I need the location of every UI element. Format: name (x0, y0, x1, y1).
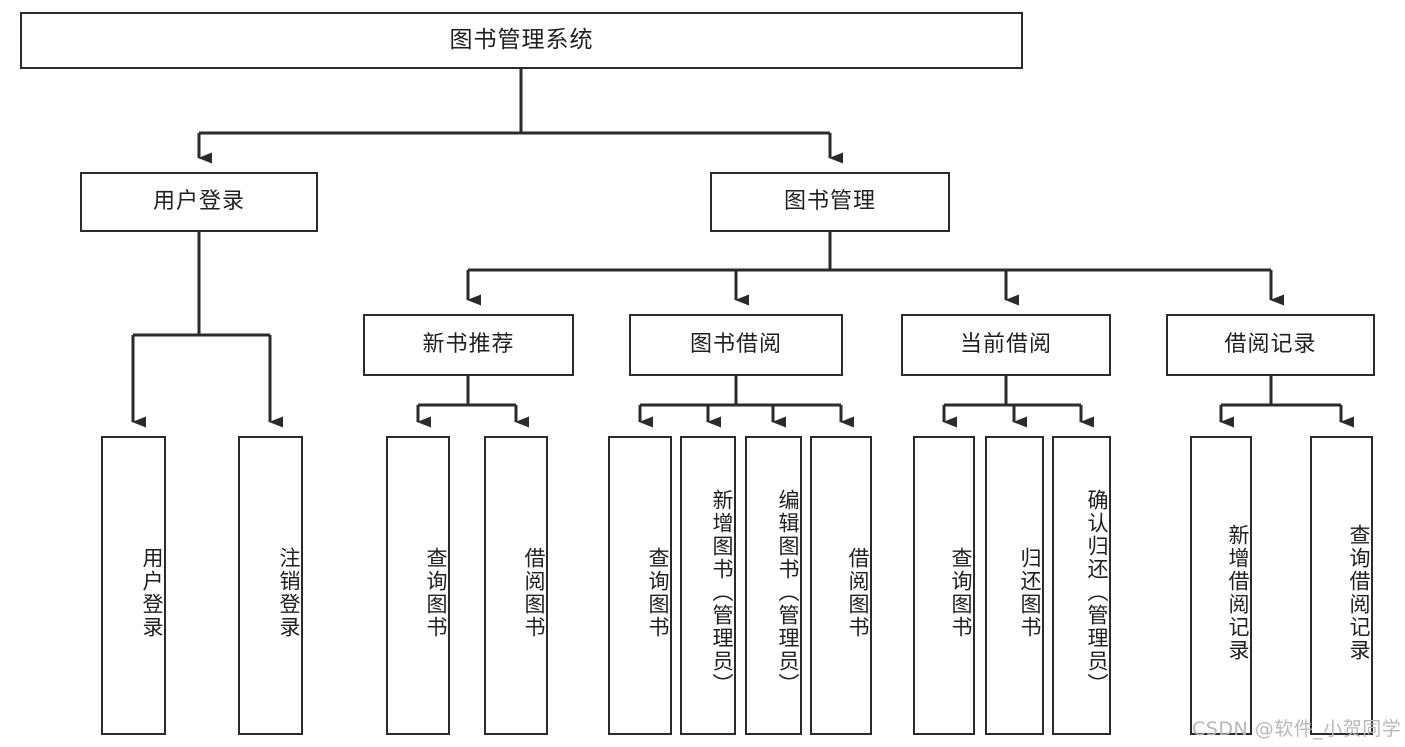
node-label: 借阅图书 (846, 546, 870, 639)
leaf-confirm-return-admin[interactable]: 确认归还（管理员） (1052, 436, 1111, 735)
node-label: 图书借阅 (689, 331, 782, 357)
node-label: 用户登录 (152, 188, 245, 214)
node-label: 编辑图书（管理员） (776, 489, 800, 696)
node-label: 新增借阅记录 (1226, 523, 1250, 662)
node-user-login[interactable]: 用户登录 (80, 172, 318, 232)
node-label: 新增图书（管理员） (710, 489, 734, 696)
node-label: 图书管理 (783, 188, 876, 214)
leaf-query-book-borrow[interactable]: 查询图书 (608, 436, 672, 735)
leaf-query-borrow-record[interactable]: 查询借阅记录 (1310, 436, 1373, 735)
node-label: 用户登录 (140, 546, 164, 639)
node-label: 注销登录 (277, 546, 301, 639)
node-label: 图书管理系统 (449, 26, 594, 53)
leaf-borrow-book-recommend[interactable]: 借阅图书 (484, 436, 548, 735)
leaf-query-book-current[interactable]: 查询图书 (913, 436, 975, 735)
node-label: 归还图书 (1018, 546, 1042, 639)
leaf-user-login[interactable]: 用户登录 (101, 436, 166, 735)
node-label: 借阅记录 (1224, 331, 1317, 357)
leaf-add-borrow-record[interactable]: 新增借阅记录 (1190, 436, 1252, 735)
leaf-logout[interactable]: 注销登录 (238, 436, 303, 735)
leaf-query-book-recommend[interactable]: 查询图书 (386, 436, 450, 735)
node-book-management[interactable]: 图书管理 (710, 172, 950, 232)
leaf-edit-book-admin[interactable]: 编辑图书（管理员） (745, 436, 802, 735)
node-current-borrow[interactable]: 当前借阅 (901, 314, 1111, 376)
node-new-book-recommend[interactable]: 新书推荐 (363, 314, 574, 376)
node-root-system[interactable]: 图书管理系统 (20, 12, 1023, 69)
leaf-return-book[interactable]: 归还图书 (985, 436, 1044, 735)
node-label: 查询图书 (424, 546, 448, 639)
node-label: 查询图书 (949, 546, 973, 639)
node-book-borrow[interactable]: 图书借阅 (629, 314, 843, 376)
node-label: 查询图书 (646, 546, 670, 639)
watermark: CSDN @软件_小贺同学 (1192, 718, 1402, 740)
node-label: 借阅图书 (522, 546, 546, 639)
node-label: 当前借阅 (959, 331, 1052, 357)
node-label: 查询借阅记录 (1347, 523, 1371, 662)
node-label: 新书推荐 (422, 331, 515, 357)
node-label: 确认归还（管理员） (1085, 489, 1109, 696)
leaf-add-book-admin[interactable]: 新增图书（管理员） (680, 436, 736, 735)
leaf-borrow-book[interactable]: 借阅图书 (810, 436, 872, 735)
node-borrow-records[interactable]: 借阅记录 (1166, 314, 1375, 376)
